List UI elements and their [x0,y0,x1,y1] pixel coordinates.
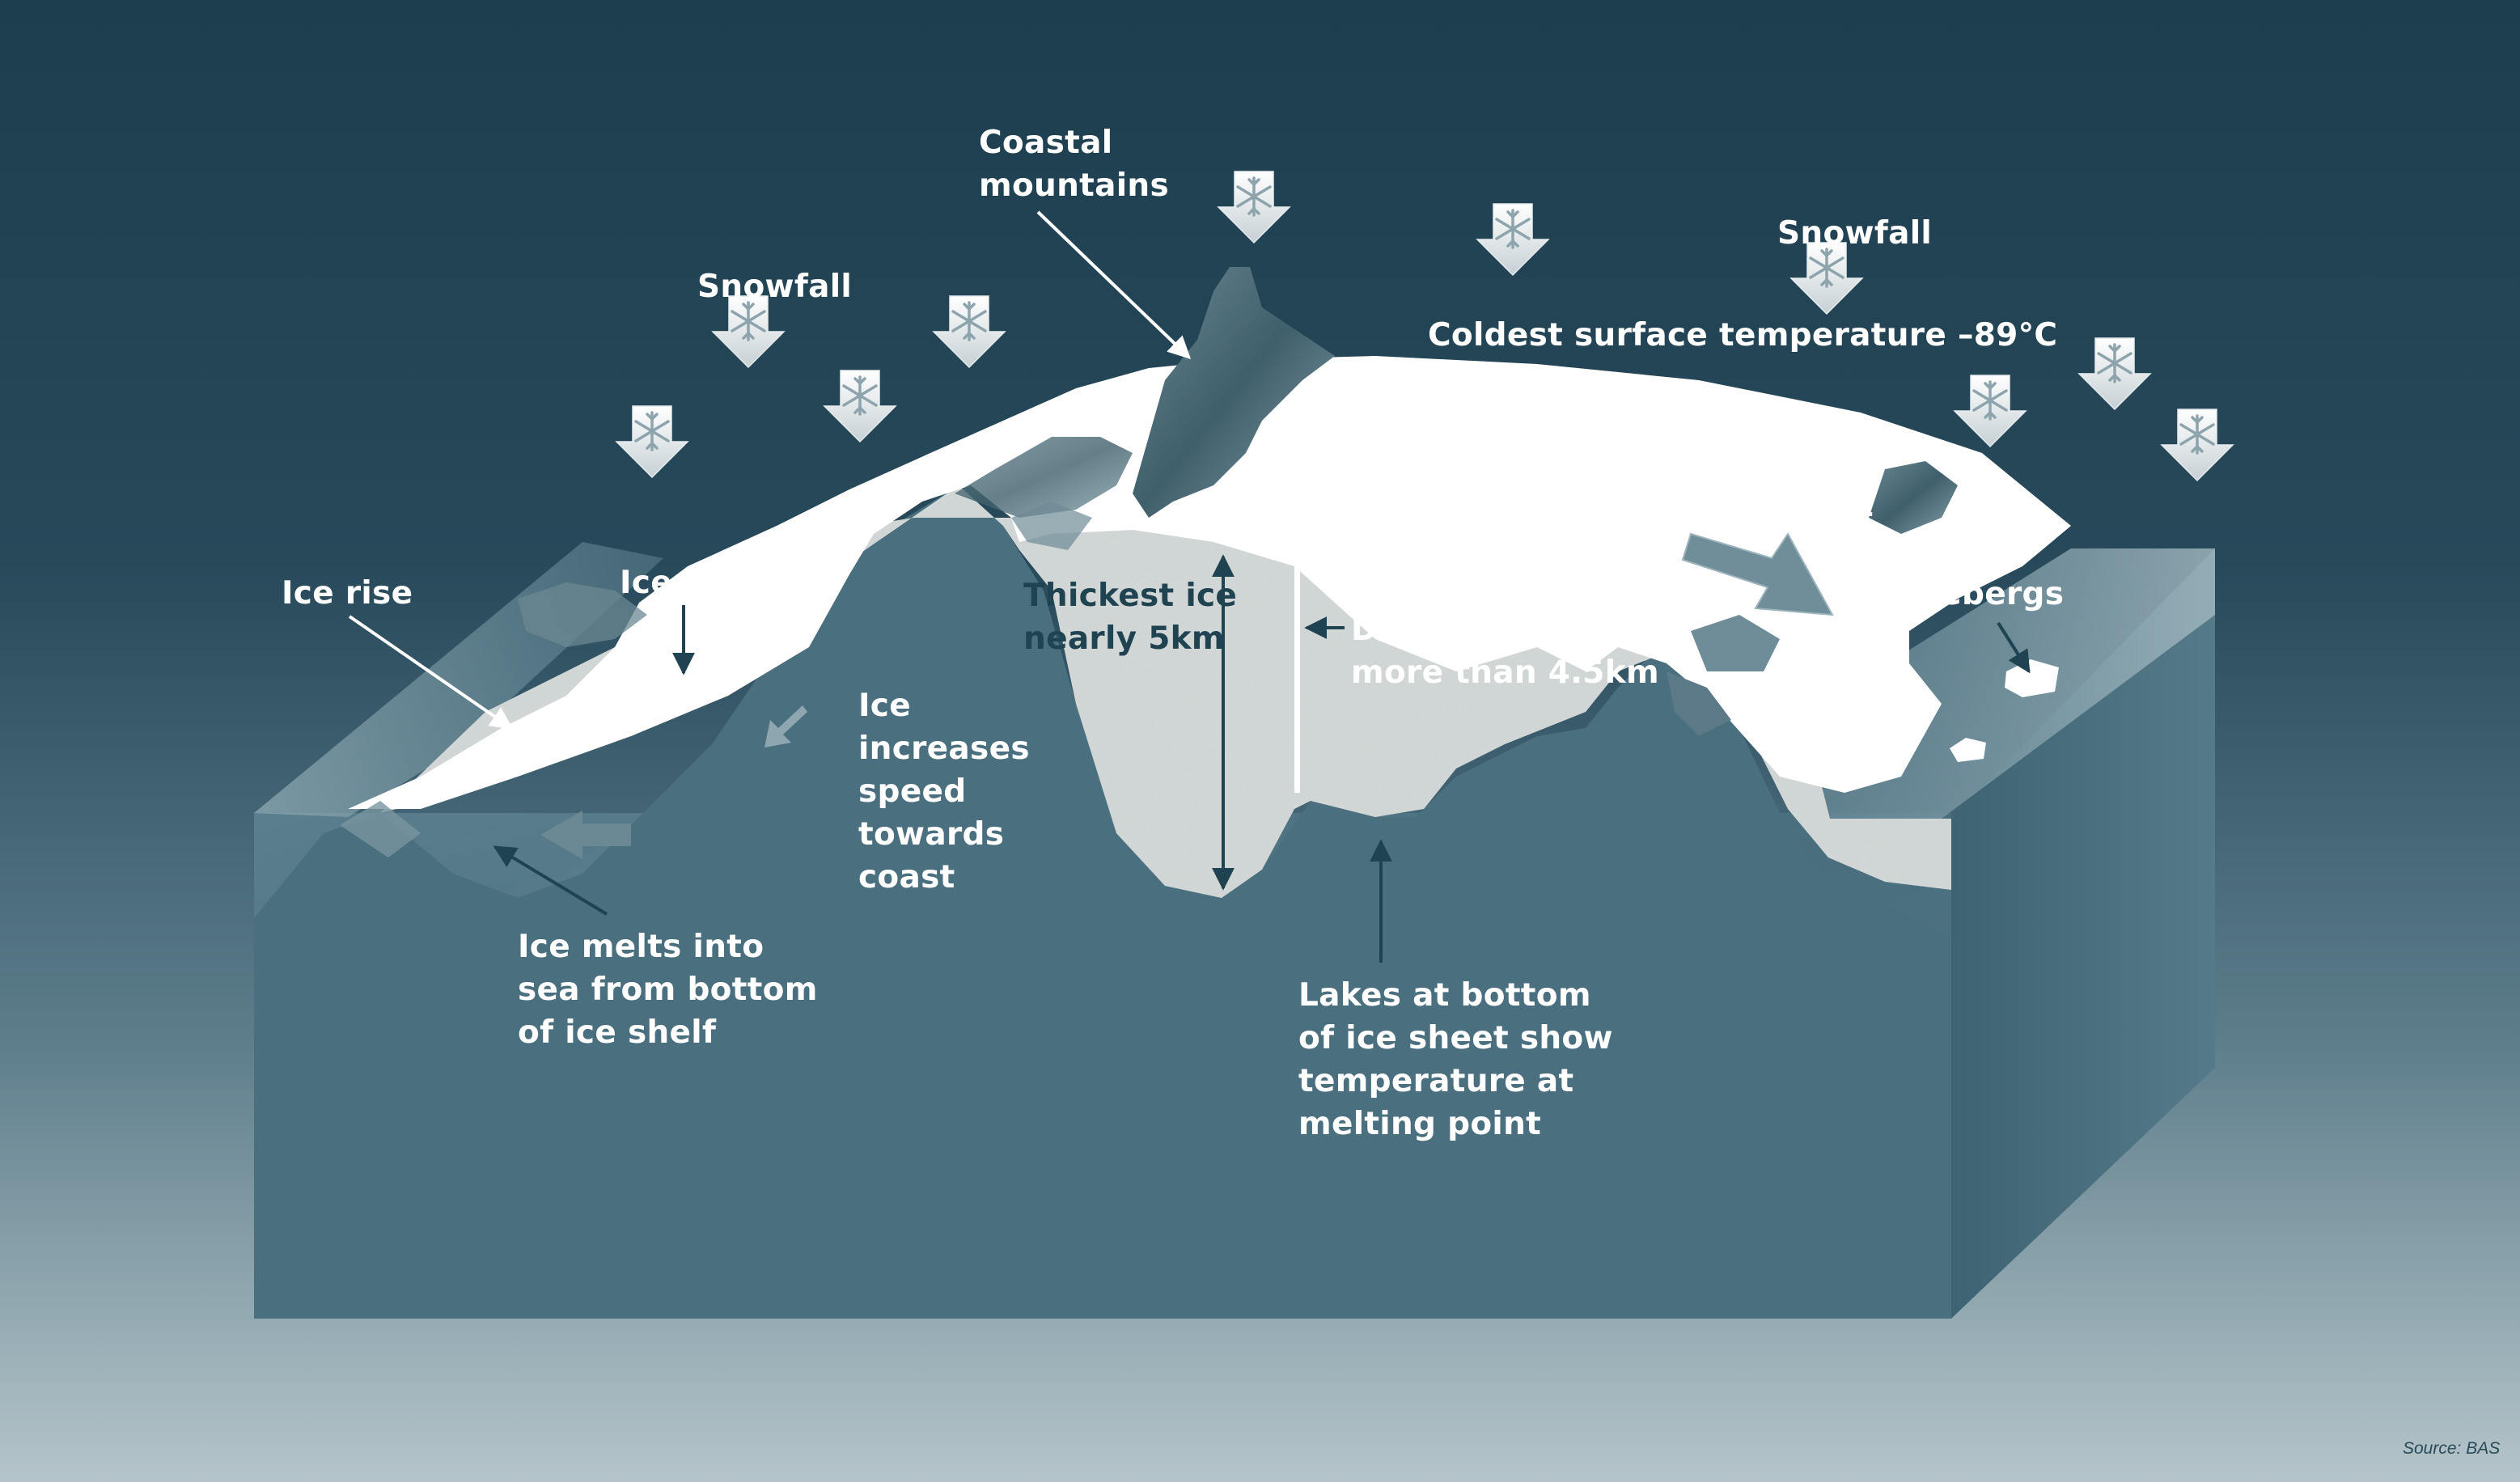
label-ice-melts: Ice melts into sea from bottom of ice sh… [518,929,818,1051]
label-snowfall-left: Snowfall [697,269,853,305]
label-coldest-temperature: Coldest surface temperature –89°C [1428,317,2058,354]
label-deepest-drill-hole: Deepest drill hole more than 4.5km [1351,612,1671,691]
label-ice-rise: Ice rise [282,575,413,612]
label-thickest-ice: Thickest ice nearly 5km [1023,578,1238,657]
label-coastal-mountains: Coastal mountains [979,125,1169,204]
label-ice-increases-speed: Ice increases speed towards coast [858,688,1030,896]
label-lakes-at-bottom: Lakes at bottom of ice sheet show temper… [1298,977,1613,1142]
label-snowfall-right: Snowfall [1777,215,1933,252]
label-katabatic-winds: Katabatic winds reach storm force around… [1418,445,1874,524]
label-ice-shelf: Ice shelf [620,565,773,601]
label-icebergs: Icebergs [1909,576,2065,612]
source-credit: Source: BAS [2403,1439,2501,1458]
